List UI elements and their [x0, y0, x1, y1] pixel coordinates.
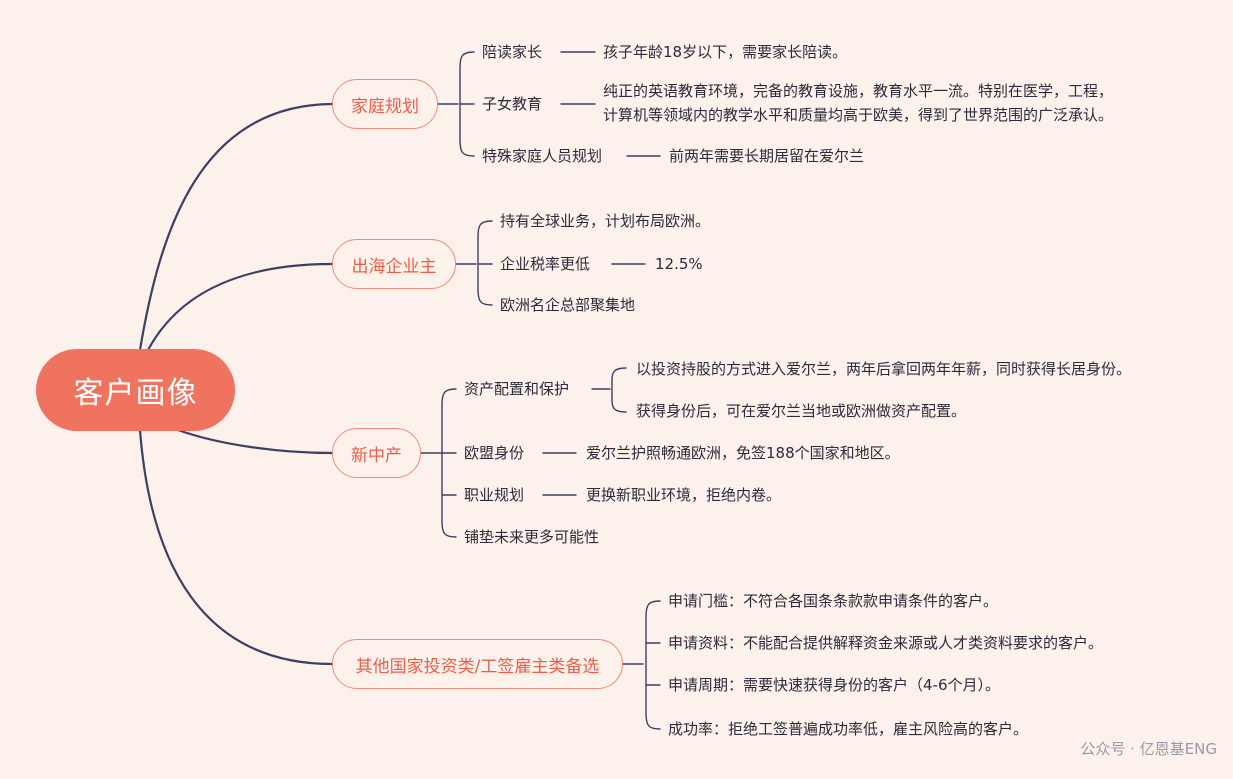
root-to-branch-2: [146, 262, 334, 352]
root-node: 客户画像: [36, 349, 235, 431]
item-eu-identity: 欧盟身份: [464, 444, 525, 462]
detail-special-family: 前两年需要长期居留在爱尔兰: [669, 147, 865, 165]
bracket-branch-2: [455, 220, 493, 306]
detail-asset-allocation-2: 获得身份后，可在爱尔兰当地或欧洲做资产配置。: [636, 402, 967, 420]
item-child-education: 子女教育: [482, 95, 543, 113]
bracket-branch-3: [420, 388, 457, 538]
detail-accompany-parent: 孩子年龄18岁以下，需要家长陪读。: [603, 43, 848, 61]
item-headquarters: 欧洲名企总部聚集地: [500, 296, 636, 314]
root-to-branch-4: [138, 428, 334, 666]
item-career-planning: 职业规划: [464, 486, 525, 504]
bracket-branch-1: [437, 51, 475, 157]
item-global-business: 持有全球业务，计划布局欧洲。: [500, 212, 711, 230]
branch-new-middle-class: 新中产: [332, 428, 421, 478]
branch-overseas-business: 出海企业主: [332, 239, 456, 289]
root-to-branch-3: [176, 428, 334, 455]
watermark: 公众号 · 亿恩基ENG: [1080, 740, 1217, 758]
item-special-family: 特殊家庭人员规划: [482, 147, 603, 165]
branch-other-countries: 其他国家投资类/工签雇主类备选: [332, 639, 623, 689]
detail-child-education-line1: 纯正的英语教育环境，完备的教育设施，教育水平一流。特别在医学，工程，: [603, 82, 1114, 100]
bracket-3-1: [591, 367, 627, 413]
detail-child-education-line2: 计算机等领域内的教学水平和质量均高于欧美，得到了世界范围的广泛承认。: [603, 106, 1114, 124]
detail-career-planning: 更换新职业环境，拒绝内卷。: [586, 486, 782, 504]
detail-eu-identity: 爱尔兰护照畅通欧洲，免签188个国家和地区。: [586, 444, 900, 462]
detail-lower-tax: 12.5%: [655, 255, 703, 273]
item-application-period: 申请周期：需要快速获得身份的客户（4-6个月）。: [668, 676, 1001, 694]
item-success-rate: 成功率：拒绝工签普遍成功率低，雇主风险高的客户。: [668, 720, 1029, 738]
item-accompany-parent: 陪读家长: [482, 43, 543, 61]
detail-asset-allocation-1: 以投资持股的方式进入爱尔兰，两年后拿回两年年薪，同时获得长居身份。: [636, 360, 1132, 378]
item-application-materials: 申请资料：不能配合提供解释资金来源或人才类资料要求的客户。: [668, 634, 1104, 652]
item-application-threshold: 申请门槛：不符合各国条条款款申请条件的客户。: [668, 592, 999, 610]
item-future-possibilities: 铺垫未来更多可能性: [464, 528, 600, 546]
root-to-branch-1: [138, 102, 334, 352]
item-lower-tax: 企业税率更低: [500, 255, 591, 273]
branch-family-planning: 家庭规划: [332, 79, 438, 129]
item-asset-allocation: 资产配置和保护: [464, 380, 570, 398]
bracket-branch-4: [622, 600, 661, 730]
